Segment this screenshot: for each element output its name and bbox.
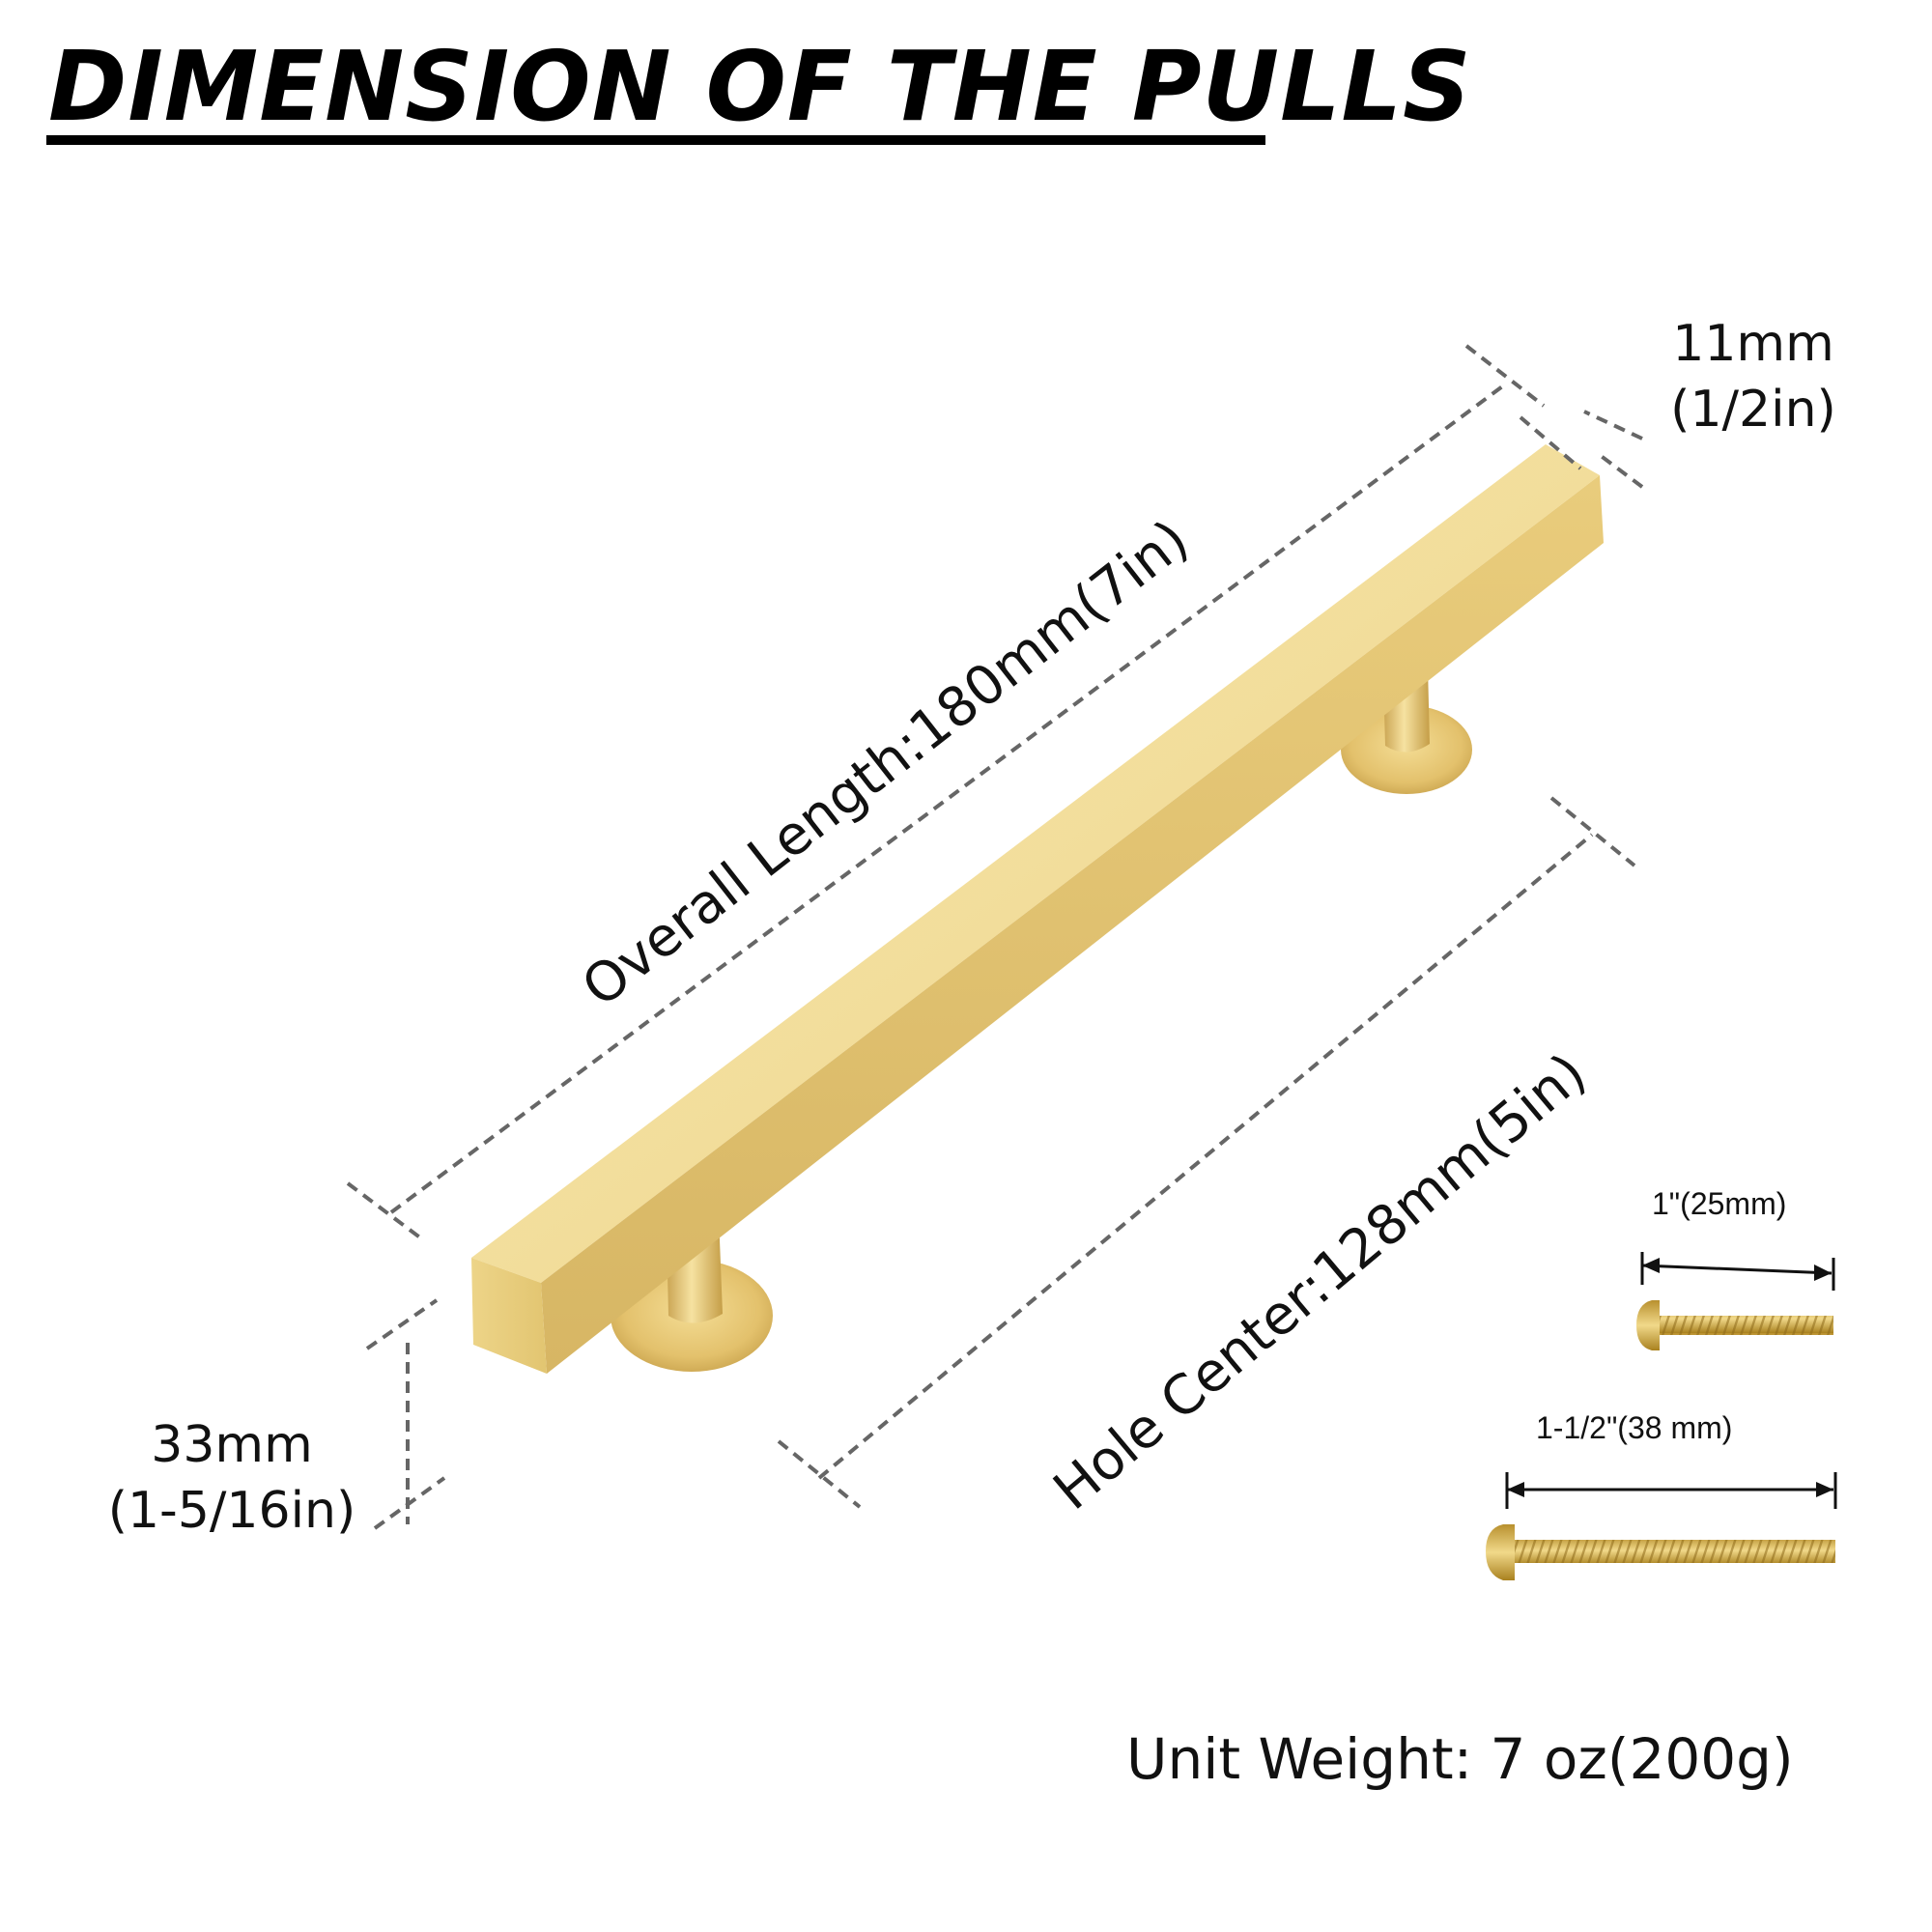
screw-long-label: 1-1/2"(38 mm) [1536,1410,1733,1445]
title-underline [46,135,1265,145]
page-title: DIMENSION OF THE PULLS [48,30,1472,143]
overall-length-dimension [346,344,1546,1243]
width-dimension [1519,410,1644,489]
screw-short [1636,1252,1835,1350]
width-mm-label: 11mm [1672,315,1834,373]
hole-center-dimension [777,796,1636,1509]
height-dimension [365,1298,446,1530]
width-in-label: (1/2in) [1670,381,1836,439]
height-in-label: (1-5/16in) [107,1482,356,1540]
pull-bar [471,444,1604,1374]
screw-short-label: 1"(25mm) [1652,1186,1787,1221]
height-mm-label: 33mm [151,1416,313,1474]
unit-weight-label: Unit Weight: 7 oz(200g) [1126,1726,1794,1792]
screw-long [1486,1472,1837,1580]
